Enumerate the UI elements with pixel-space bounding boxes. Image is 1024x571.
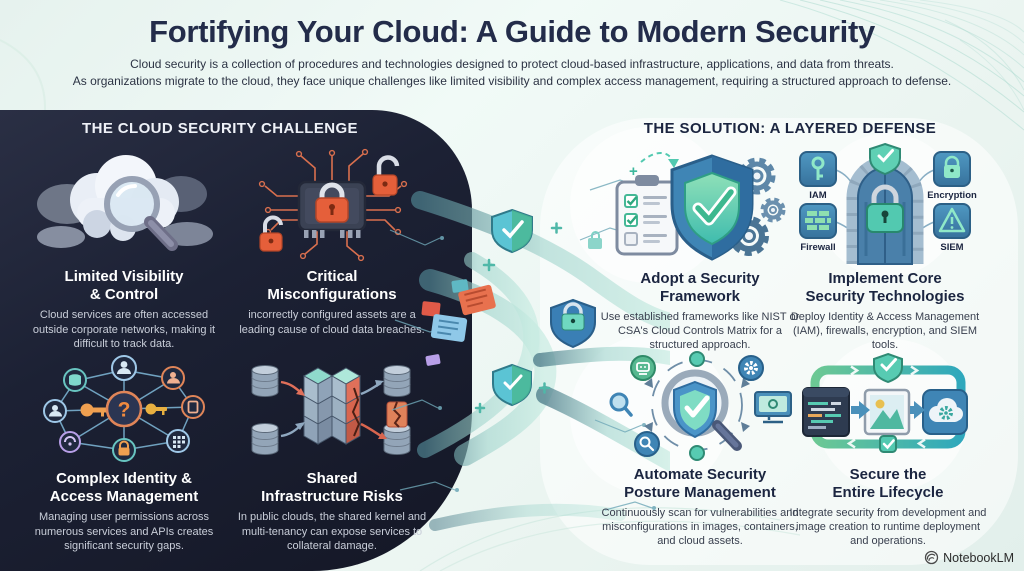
solution-heading: THE SOLUTION: A LAYERED DEFENSE bbox=[643, 120, 937, 137]
solution-item-framework: + bbox=[597, 140, 803, 352]
chip-unlocked-icon bbox=[258, 148, 408, 262]
solution-item-description: Deploy Identity & Access Management (IAM… bbox=[790, 311, 980, 351]
lifecycle-loop-icon bbox=[802, 352, 968, 453]
challenge-item-description: Cloud services are often accessed outsid… bbox=[32, 309, 216, 350]
solution-item-description: Integrate security from development and … bbox=[789, 507, 987, 547]
page-title: Fortifying Your Cloud: A Guide to Modern… bbox=[149, 14, 875, 49]
solution-item-core-technologies: IAM Encryption Firewall SIEM Implement C… bbox=[782, 140, 988, 352]
subtitle-line-2: As organizations migrate to the cloud, t… bbox=[72, 74, 952, 88]
solution-item-description: Use established frameworks like NIST or … bbox=[600, 311, 800, 351]
tech-label-siem: SIEM bbox=[940, 242, 964, 253]
challenge-item-title: Complex Identity &Access Management bbox=[49, 470, 199, 505]
tech-label-iam: IAM bbox=[809, 190, 827, 201]
challenge-heading: THE CLOUD SECURITY CHALLENGE bbox=[82, 120, 358, 137]
challenge-item-description: In public clouds, the shared kernel and … bbox=[237, 511, 427, 552]
solution-item-description: Continuously scan for vulnerabilities an… bbox=[601, 507, 799, 547]
identity-network-icon: ? bbox=[43, 355, 205, 462]
posture-scan-icon bbox=[609, 351, 792, 461]
challenge-item-title: Limited Visibility& Control bbox=[64, 268, 184, 303]
framework-shield-icon: + bbox=[615, 152, 786, 261]
tech-label-encryption: Encryption bbox=[927, 190, 977, 201]
challenge-item-limited-visibility: Limited Visibility& Control Cloud servic… bbox=[18, 144, 230, 352]
svg-text:?: ? bbox=[118, 399, 131, 422]
subtitle-line-1: Cloud security is a collection of proced… bbox=[130, 57, 894, 71]
shared-infrastructure-icon bbox=[251, 365, 411, 455]
cloud-magnifier-icon bbox=[37, 155, 213, 251]
notebooklm-brand-label: NotebookLM bbox=[943, 550, 1014, 565]
challenge-panel: THE CLOUD SECURITY CHALLENGE bbox=[0, 110, 472, 571]
notebooklm-logo-icon bbox=[924, 550, 939, 565]
header: Fortifying Your Cloud: A Guide to Modern… bbox=[0, 14, 1024, 89]
challenge-item-description: incorrectly configured assets are a lead… bbox=[239, 309, 425, 336]
challenge-item-identity-management: ? Complex Identity &Access Management Ma… bbox=[18, 352, 230, 554]
solution-panel: THE SOLUTION: A LAYERED DEFENSE + bbox=[540, 110, 1024, 571]
challenge-item-description: Managing user permissions across numerou… bbox=[34, 511, 214, 552]
tech-label-firewall: Firewall bbox=[800, 242, 836, 253]
notebooklm-brand: NotebookLM bbox=[924, 550, 1014, 565]
